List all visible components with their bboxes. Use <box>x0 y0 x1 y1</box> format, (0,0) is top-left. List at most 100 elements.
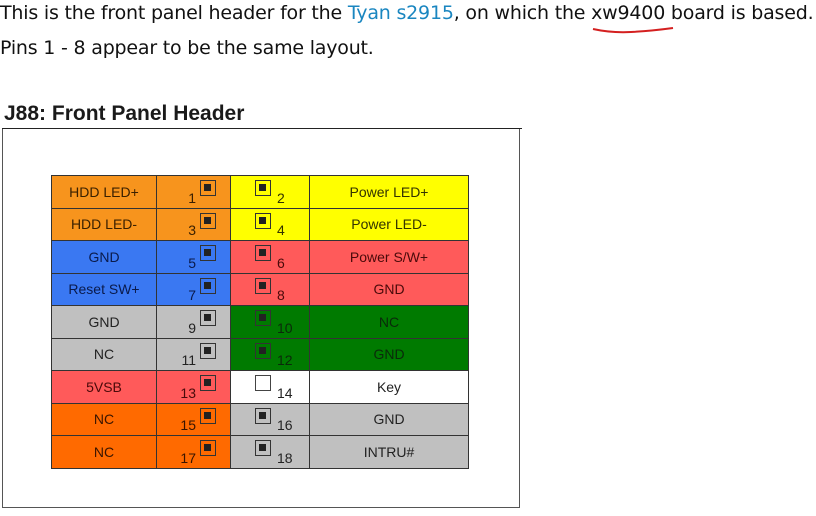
pin-square-icon <box>200 375 216 391</box>
figure-heading: J88: Front Panel Header <box>4 102 245 125</box>
pin-square-icon <box>200 342 216 359</box>
right-signal-cell: Power LED+ <box>309 175 469 209</box>
left-signal-label: 5VSB <box>86 378 122 395</box>
figure-rule <box>2 128 522 129</box>
right-pin-cell: 18 <box>230 435 310 469</box>
right-signal-cell: Power S/W+ <box>309 240 469 274</box>
pin-square-icon <box>255 310 271 326</box>
pin-number: 12 <box>277 352 293 368</box>
pin-square-icon <box>255 277 271 294</box>
left-signal-cell: HDD LED+ <box>51 175 157 209</box>
right-signal-cell: GND <box>309 272 469 306</box>
pin-number: 8 <box>277 287 285 303</box>
pin-square-icon <box>200 245 216 261</box>
pin-number: 7 <box>188 287 196 303</box>
pin-number: 5 <box>188 254 196 271</box>
right-signal-cell: Power LED- <box>309 207 469 241</box>
right-signal-cell: Key <box>309 370 469 404</box>
right-pin-cell: 4 <box>230 207 310 241</box>
pin-row: NC 15 16 GND <box>51 402 469 436</box>
left-signal-label: GND <box>88 248 120 265</box>
right-signal-label: Power S/W+ <box>349 248 429 265</box>
right-pin-cell: 2 <box>230 175 310 209</box>
right-pin-cell: 6 <box>230 240 310 274</box>
pin-square-icon <box>255 180 271 196</box>
left-pin-cell: 5 <box>156 240 231 274</box>
pin-row: HDD LED+ 1 2 Power LED+ <box>51 175 469 209</box>
pin-number: 10 <box>277 319 293 336</box>
pin-number: 9 <box>188 319 196 336</box>
left-signal-cell: HDD LED- <box>51 207 157 241</box>
key-empty-pin-icon <box>255 375 271 391</box>
right-signal-label: Power LED+ <box>349 183 429 200</box>
pin-number: 15 <box>180 417 196 433</box>
left-signal-cell: NC <box>51 337 157 371</box>
left-signal-cell: GND <box>51 305 157 339</box>
right-pin-cell: 14 <box>230 370 310 404</box>
left-pin-cell: 13 <box>156 370 231 404</box>
right-pin-cell: 16 <box>230 402 310 436</box>
pin-square-icon <box>200 277 216 294</box>
left-signal-cell: GND <box>51 240 157 274</box>
left-signal-cell: NC <box>51 435 157 469</box>
right-signal-label: INTRU# <box>363 443 415 460</box>
right-signal-label: Key <box>376 378 402 395</box>
pin-row: GND 5 6 Power S/W+ <box>51 240 469 274</box>
left-signal-label: NC <box>93 443 115 460</box>
left-pin-cell: 9 <box>156 305 231 339</box>
left-signal-cell: NC <box>51 402 157 436</box>
pin-number: 4 <box>277 222 285 238</box>
pin-number: 17 <box>180 449 196 466</box>
left-signal-label: GND <box>88 313 120 330</box>
pin-row: 5VSB 13 14 Key <box>51 370 469 404</box>
right-signal-label: GND <box>373 346 405 363</box>
pin-square-icon <box>255 212 271 229</box>
intro-text: This is the front panel header for the <box>0 2 348 24</box>
pin-square-icon <box>255 407 271 424</box>
left-signal-label: NC <box>93 346 115 363</box>
right-signal-cell: NC <box>309 305 469 339</box>
underlined-word: xw9400 <box>591 2 666 24</box>
pin-square-icon <box>255 342 271 359</box>
left-pin-cell: 1 <box>156 175 231 209</box>
right-signal-label: Power LED- <box>351 216 427 233</box>
pin-number: 2 <box>277 189 285 206</box>
left-signal-label: HDD LED- <box>70 216 138 233</box>
right-signal-cell: GND <box>309 337 469 371</box>
left-pin-cell: 11 <box>156 337 231 371</box>
pin-row: NC 17 18 INTRU# <box>51 435 469 469</box>
left-pin-cell: 7 <box>156 272 231 306</box>
left-pin-cell: 17 <box>156 435 231 469</box>
pin-number: 3 <box>188 222 196 238</box>
right-pin-cell: 8 <box>230 272 310 306</box>
right-signal-cell: INTRU# <box>309 435 469 469</box>
pin-number: 13 <box>180 384 196 401</box>
intro-text: board is based. <box>665 2 814 24</box>
pin-row: HDD LED- 3 4 Power LED- <box>51 207 469 241</box>
left-signal-label: Reset SW+ <box>68 281 140 298</box>
red-squiggle-underline-icon <box>592 27 674 34</box>
pin-square-icon <box>200 310 216 326</box>
pin-number: 18 <box>277 449 293 466</box>
pin-square-icon <box>255 440 271 456</box>
tyan-s2915-link[interactable]: Tyan s2915 <box>347 2 454 24</box>
pin-square-icon <box>200 212 216 229</box>
left-signal-label: HDD LED+ <box>69 183 139 200</box>
right-signal-label: NC <box>378 313 400 330</box>
left-signal-cell: Reset SW+ <box>51 272 157 306</box>
intro-line-2: Pins 1 - 8 appear to be the same layout. <box>0 37 374 59</box>
pin-number: 16 <box>277 417 293 433</box>
right-signal-label: GND <box>373 411 405 428</box>
right-pin-cell: 12 <box>230 337 310 371</box>
left-signal-label: NC <box>93 411 115 428</box>
pin-number: 6 <box>277 254 285 271</box>
right-signal-label: GND <box>373 281 405 298</box>
pin-row: GND 9 10 NC <box>51 305 469 339</box>
pin-number: 11 <box>181 352 196 368</box>
pin-row: NC 11 12 GND <box>51 337 469 371</box>
pin-square-icon <box>200 440 216 456</box>
pin-square-icon <box>200 407 216 424</box>
pin-number: 1 <box>188 189 196 206</box>
pin-square-icon <box>200 180 216 196</box>
